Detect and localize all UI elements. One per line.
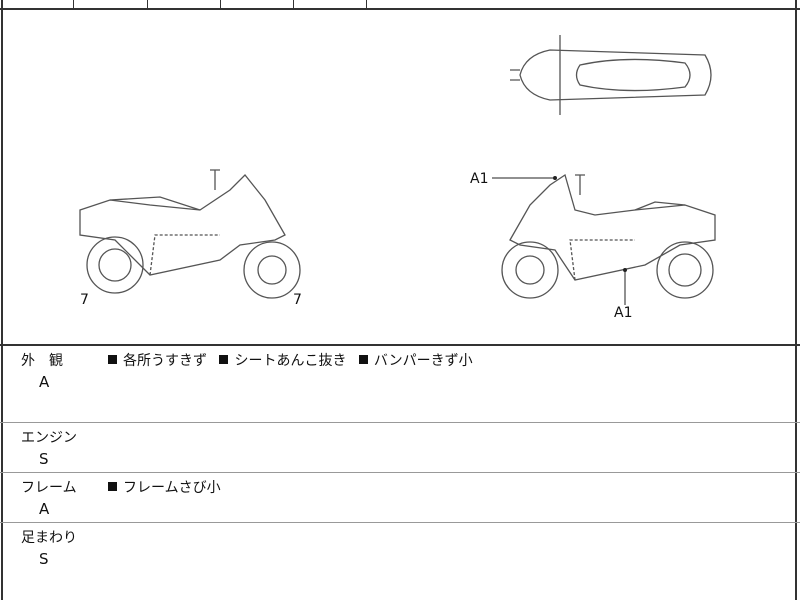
- scooter-top-view-drawing: [510, 35, 712, 115]
- scooter-right-side-drawing: [501, 173, 716, 299]
- notes: 各所うすきず シートあんこ抜き バンパーきず小: [108, 350, 481, 370]
- row-engine: エンジン S: [0, 423, 800, 473]
- damage-label: A1: [614, 305, 633, 321]
- category-label: 外 観: [21, 353, 63, 369]
- note: 各所うすきず: [123, 353, 207, 369]
- leader-lines: [492, 176, 627, 305]
- category-label: エンジン: [21, 430, 77, 446]
- category-label: 足まわり: [21, 530, 77, 546]
- grade: S: [39, 450, 49, 468]
- grade: S: [39, 550, 49, 568]
- scooter-left-side-drawing: [79, 169, 301, 299]
- row-exterior: 外 観 A 各所うすきず シートあんこ抜き バンパーきず小: [0, 346, 800, 423]
- row-frame: フレーム A フレームさび小: [0, 473, 800, 523]
- damage-label: 7: [80, 292, 89, 308]
- row-suspension: 足まわり S: [0, 523, 800, 600]
- damage-diagram: A1 A1 7 7: [0, 10, 800, 346]
- category-label: フレーム: [21, 480, 77, 496]
- damage-label: 7: [293, 292, 302, 308]
- note: フレームさび小: [123, 480, 221, 496]
- note: シートあんこ抜き: [234, 353, 347, 369]
- header-row-cut: [0, 0, 800, 10]
- grade: A: [39, 373, 50, 391]
- damage-label: A1: [470, 171, 489, 187]
- notes: フレームさび小: [108, 477, 229, 497]
- note: バンパーきず小: [373, 353, 473, 369]
- grade: A: [39, 500, 50, 518]
